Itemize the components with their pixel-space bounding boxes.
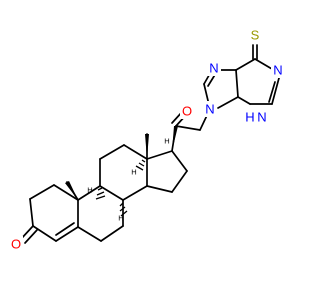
bond xyxy=(171,150,188,172)
bond xyxy=(77,185,101,201)
wedge-bond xyxy=(145,134,149,159)
bond xyxy=(99,185,124,201)
bond xyxy=(235,69,239,98)
hash-bond xyxy=(119,202,128,217)
hash-bond xyxy=(95,187,106,200)
ring-a-bonds xyxy=(29,184,79,242)
bond xyxy=(55,222,75,236)
bond xyxy=(53,184,79,201)
atom-label-s: S xyxy=(251,28,260,43)
bond xyxy=(32,225,57,242)
ring-d-bonds xyxy=(146,150,188,193)
bond xyxy=(254,58,273,70)
bond xyxy=(99,144,125,160)
atom-label-n: N xyxy=(209,61,218,76)
bond xyxy=(123,144,148,160)
side-chain-bond xyxy=(175,125,201,131)
substituent-bonds xyxy=(20,108,211,244)
stereo-h-label: H xyxy=(118,214,123,223)
stereo-hydrogen-labels: H H H H xyxy=(87,137,169,223)
bond xyxy=(122,185,148,201)
bond xyxy=(235,58,256,71)
stereo-bonds xyxy=(65,126,178,217)
imidazole-bonds xyxy=(203,69,239,110)
atom-label-o: O xyxy=(11,237,21,252)
stereo-h-label: H xyxy=(87,186,92,195)
bond xyxy=(271,77,280,105)
bond xyxy=(100,225,124,242)
atom-label-h: H xyxy=(245,110,254,125)
ring-b-bonds xyxy=(77,185,124,242)
bond xyxy=(146,150,173,160)
atom-labels: O O S N N N H N xyxy=(9,27,285,252)
ring-ketone-double-bond xyxy=(24,229,38,244)
wedge-bond xyxy=(172,126,178,151)
bond xyxy=(29,184,55,200)
chemical-structure-diagram: O O S N N N H N H H H H xyxy=(9,27,285,252)
wedge-bond xyxy=(65,181,78,200)
bond xyxy=(217,96,239,109)
atom-label-n: N xyxy=(273,63,282,78)
hash-bond xyxy=(135,159,146,171)
stereo-h-label: H xyxy=(131,168,136,177)
atom-label-n: N xyxy=(257,110,266,125)
bond xyxy=(237,96,251,105)
bond xyxy=(268,81,276,103)
ring-c-bonds xyxy=(99,144,148,201)
bond xyxy=(55,226,79,242)
bond xyxy=(29,198,34,227)
atom-label-n: N xyxy=(205,102,214,117)
atom-label-o: O xyxy=(182,104,192,119)
bond xyxy=(77,226,102,242)
bond xyxy=(171,170,188,193)
stereo-h-label: H xyxy=(164,137,169,146)
bond xyxy=(146,185,173,193)
